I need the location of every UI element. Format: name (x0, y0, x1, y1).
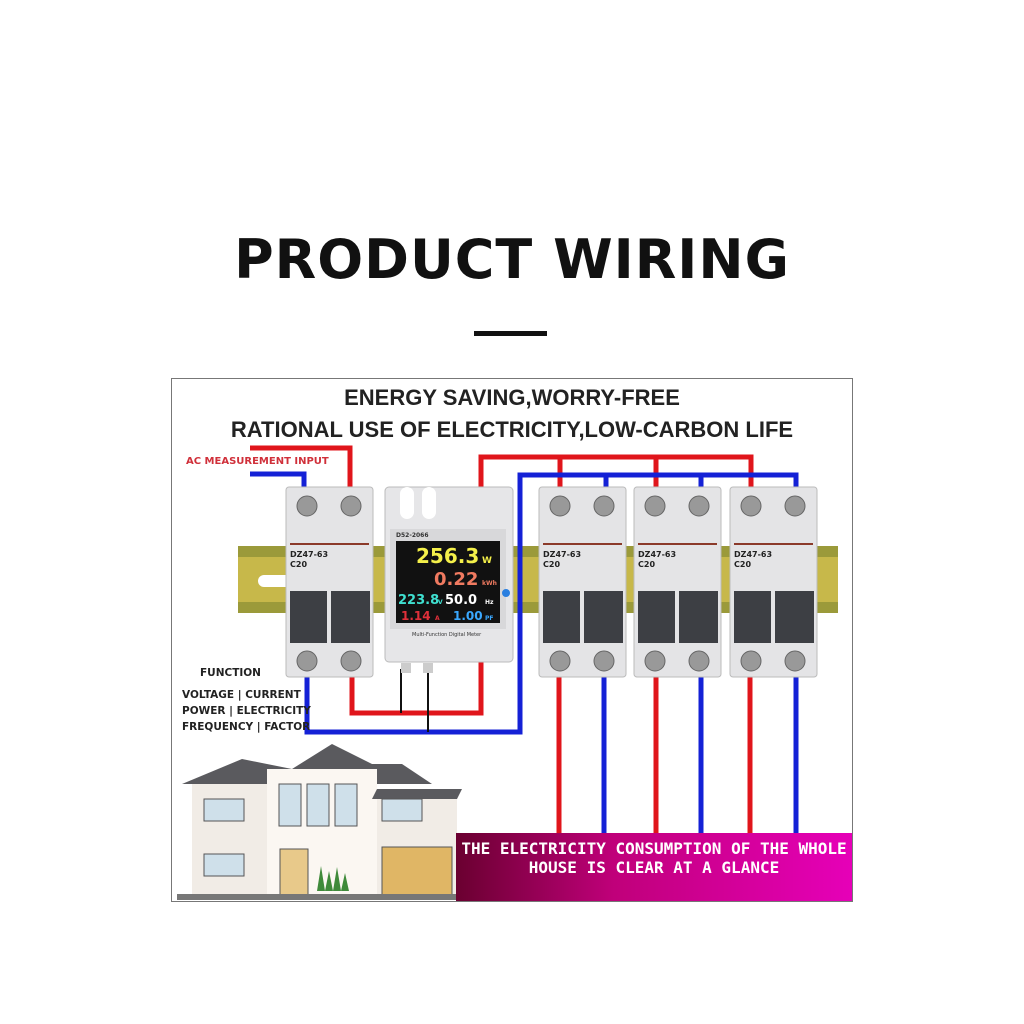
ac-input-label: AC MEASUREMENT INPUT (186, 456, 329, 467)
consumption-banner: THE ELECTRICITY CONSUMPTION OF THE WHOLE… (456, 833, 852, 901)
breaker-labels: DZ47-63 C20 DZ47-63 C20 DZ47-63 C20 DZ47… (290, 550, 772, 569)
breaker-model: DZ47-63 (734, 550, 772, 559)
frequency-unit: Hz (485, 599, 494, 606)
energy-unit: kWh (482, 580, 497, 587)
circuit-breaker (285, 486, 374, 678)
breaker-rating: C20 (734, 560, 751, 569)
function-line-3: FREQUENCY | FACTOR (182, 721, 311, 733)
function-heading: FUNCTION (200, 667, 261, 679)
factor-reading: 1.00 (453, 609, 483, 623)
energy-reading: 0.22 (434, 569, 478, 590)
breaker-rating: C20 (638, 560, 655, 569)
breaker-model: DZ47-63 (290, 550, 328, 559)
factor-unit: PF (485, 615, 494, 622)
breaker-model: DZ47-63 (543, 550, 581, 559)
meter-button (502, 589, 510, 597)
function-line-2: POWER | ELECTRICITY (182, 705, 311, 717)
digital-meter: D52-2066 Multi-Function Digital Meter 25… (384, 486, 514, 673)
title-underline (474, 331, 547, 336)
function-line-1: VOLTAGE | CURRENT (182, 689, 301, 701)
breaker-rating: C20 (290, 560, 307, 569)
headline-line-2: RATIONAL USE OF ELECTRICITY,LOW-CARBON L… (230, 417, 794, 442)
frequency-reading: 50.0 (445, 593, 477, 608)
current-unit: A (435, 615, 440, 622)
meter-model: D52-2066 (396, 532, 429, 539)
wiring-illustration: DZ47-63 C20 DZ47-63 C20 DZ47-63 C20 DZ47… (177, 445, 838, 900)
current-reading: 1.14 (401, 609, 431, 623)
voltage-unit: V (438, 599, 443, 606)
headline-line-1: ENERGY SAVING,WORRY-FREE (344, 385, 680, 410)
wiring-diagram: ENERGY SAVING,WORRY-FREE RATIONAL USE OF… (171, 378, 853, 902)
neutral-input-wire (250, 471, 307, 489)
power-unit: W (482, 556, 492, 566)
neutral-bus-wire (517, 472, 799, 679)
house-illustration (177, 744, 467, 900)
breaker-model: DZ47-63 (638, 550, 676, 559)
meter-caption: Multi-Function Digital Meter (412, 632, 482, 638)
live-input-wire (250, 445, 353, 489)
output-wires (556, 669, 799, 839)
page-title: PRODUCT WIRING (234, 228, 790, 291)
voltage-reading: 223.8 (398, 593, 439, 608)
power-reading: 256.3 (416, 544, 479, 568)
breaker-rating: C20 (543, 560, 560, 569)
